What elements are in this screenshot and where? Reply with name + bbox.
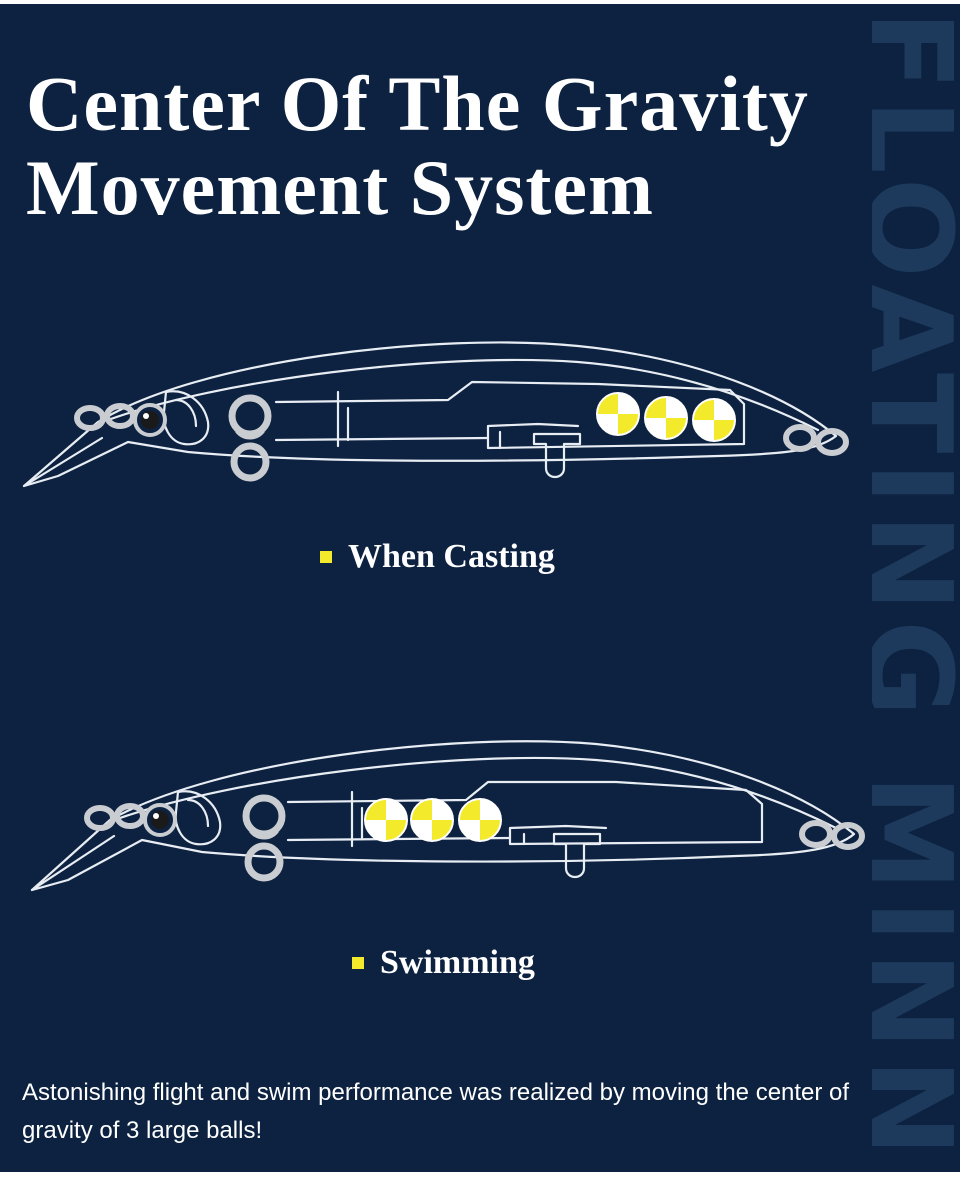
description-text: Astonishing flight and swim performance …: [22, 1079, 850, 1144]
page-title: Center Of The Gravity Movement System: [26, 62, 809, 230]
product-panel: FLOATING MINN Center Of The Gravity Move…: [0, 4, 960, 1172]
title-line-2: Movement System: [26, 144, 654, 231]
lure-diagram-swimming: [30, 740, 865, 892]
bullet-square-icon: [352, 957, 364, 969]
watermark: FLOATING MINN: [872, 4, 960, 1172]
lure-body-outline: [30, 740, 856, 892]
weight-balls-rear: [596, 392, 736, 442]
watermark-text: FLOATING MINN: [872, 10, 960, 1165]
caption-text: When Casting: [348, 538, 555, 575]
caption-text: Swimming: [380, 944, 535, 981]
caption-when-casting: When Casting: [320, 540, 555, 574]
weight-balls-center: [364, 798, 502, 842]
title-line-1: Center Of The Gravity: [26, 60, 809, 147]
lure-diagram-casting: [22, 341, 849, 488]
caption-swimming: Swimming: [352, 946, 535, 980]
lure-body-outline: [22, 341, 838, 488]
bullet-square-icon: [320, 551, 332, 563]
